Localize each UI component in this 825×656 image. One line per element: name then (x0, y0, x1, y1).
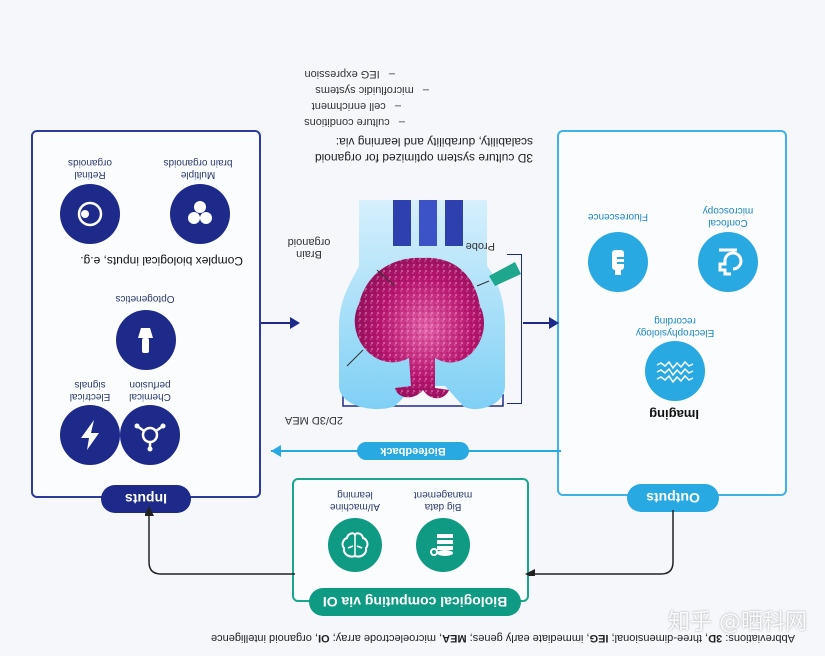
waveform-circle (645, 341, 705, 401)
organoids-icon (188, 201, 212, 224)
label-line: Electrical (69, 391, 111, 402)
electrophysiology-label: Electrophysiology recording (625, 314, 725, 338)
eye-circle (60, 184, 120, 244)
arrow-head (271, 445, 281, 457)
label-line: Retinal (74, 169, 106, 180)
abbr-term: MEA (442, 632, 467, 644)
outputs-to-computing-connector (525, 510, 674, 576)
brain-chip-circle (328, 518, 382, 572)
waveform-icon (656, 360, 694, 384)
label-line: organoid (287, 236, 331, 248)
brain-chip-icon (341, 532, 369, 558)
watermark: 知乎 @晒科网 (668, 610, 807, 635)
label-line: AI/machine (329, 501, 381, 512)
arrow-head (290, 317, 300, 329)
retinal-organoids-label: Retinal organoids (55, 156, 125, 180)
culture-heading-2: scalability, durability and learning via… (335, 135, 533, 149)
label-line: signals (74, 379, 106, 390)
database-circle (416, 518, 470, 572)
arrow-head (549, 317, 559, 329)
bullet-text: culture conditions (304, 116, 390, 128)
fluorescence-label: Fluorescence (587, 211, 649, 222)
chemical-label: Chemical perfusion (120, 378, 180, 402)
abbr-def: immediate early genes; (469, 632, 584, 644)
electrical-label: Electrical signals (60, 378, 120, 402)
flashlight-circle (116, 310, 176, 370)
outputs-panel (557, 130, 787, 496)
label-line: management (413, 489, 473, 500)
label-line: perfusion (129, 379, 171, 390)
channel (445, 200, 463, 246)
microscope-circle (698, 232, 758, 292)
label-line: Confocal (708, 217, 748, 228)
bullet-text: microfluidic systems (315, 84, 414, 96)
eye-icon (77, 201, 103, 227)
complex-inputs-label: Complex biological inputs, e.g. (80, 254, 243, 268)
abbr-term: IEG (589, 632, 609, 644)
computing-pill: Biological computing via OI (309, 588, 521, 616)
optogenetics-label: Optogenetics (115, 293, 175, 304)
bottle-icon (612, 250, 624, 275)
lightning-icon (81, 420, 99, 450)
probe-label: Probe (465, 240, 495, 252)
biofeedback-pill: Biofeedback (357, 442, 469, 460)
mea-label: 2D/3D MEA (284, 414, 343, 426)
label-line: learning (337, 489, 373, 500)
imaging-label: Imaging (649, 407, 699, 422)
flashlight-icon (138, 328, 153, 353)
culture-bullet: – culture conditions (304, 116, 405, 128)
computing-to-inputs-connector (145, 506, 295, 575)
molecule-icon (134, 423, 166, 452)
microscope-icon (718, 248, 743, 276)
bullet-text: cell enrichment (311, 100, 386, 112)
big-data-label: Big data management (400, 488, 486, 512)
abbr-def: organoid intelligence (210, 632, 312, 644)
brain-organoid-label: Brain organoid (279, 236, 339, 260)
label-line: Electrophysiology (635, 327, 715, 338)
confocal-label: Confocal microscopy (693, 204, 763, 228)
molecule-circle (120, 405, 180, 465)
probe (489, 262, 521, 286)
culture-bullet: – microfluidic systems (315, 84, 429, 96)
label-line: microscopy (702, 205, 754, 216)
label-line: recording (654, 315, 696, 326)
bullet-text: IEG expression (304, 68, 380, 80)
culture-bullet: – cell enrichment (311, 100, 401, 112)
channel (393, 200, 411, 246)
label-line: Brain (296, 248, 322, 260)
label-line: Big data (424, 501, 462, 512)
abbr-term: OI (318, 632, 330, 644)
label-line: Chemical (129, 391, 171, 402)
output-bracket (507, 254, 522, 404)
label-line: organoids (68, 157, 112, 168)
label-line: Multiple (180, 169, 216, 180)
mea-bracket (342, 394, 504, 407)
culture-bullet: – IEG expression (304, 68, 396, 80)
organoids-circle (170, 184, 230, 244)
label-line: brain organoids (163, 157, 233, 168)
bottle-circle (588, 232, 648, 292)
channel (419, 200, 437, 246)
multiple-organoids-label: Multiple brain organoids (161, 156, 235, 180)
abbr-def: microelectrode array; (332, 632, 437, 644)
ai-ml-label: AI/machine learning (315, 488, 395, 512)
organoid-culture-illustration (339, 200, 521, 410)
culture-heading-1: 3D culture system optimized for organoid (314, 151, 533, 165)
lightning-circle (60, 405, 120, 465)
database-icon (430, 534, 453, 556)
